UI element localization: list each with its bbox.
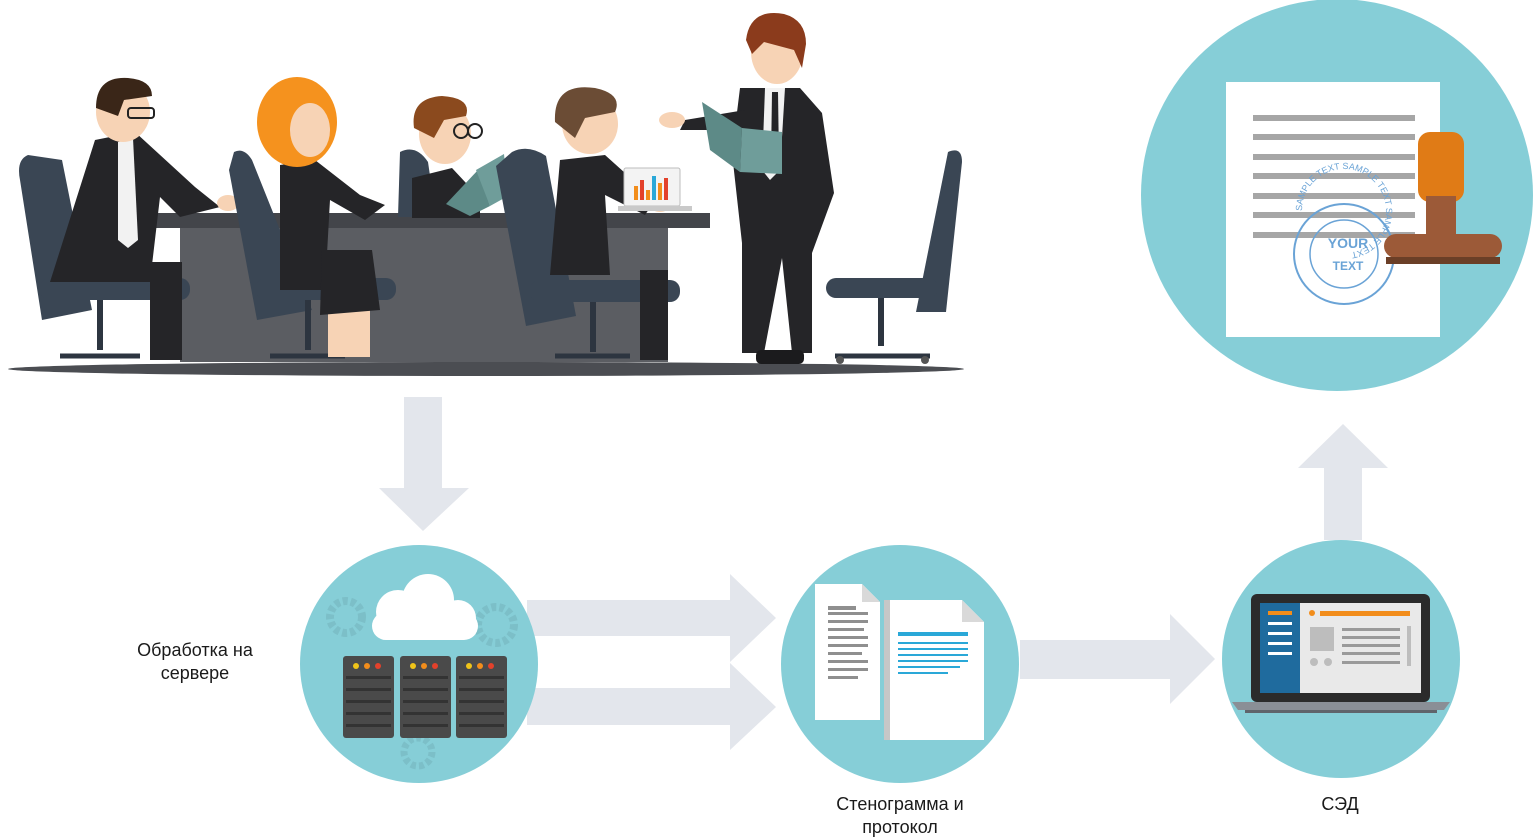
arrow-server-to-transcript-top [527,574,776,662]
presenter [659,13,834,364]
server-processing-label: Обработка на сервере [137,640,253,683]
edms-label: СЭД [1321,794,1359,814]
gear-icon [326,597,366,637]
arrow-meeting-to-server [379,397,469,531]
flow-arrows [379,397,1388,750]
document-icon [884,600,984,740]
participant-2 [229,77,396,359]
document-icon [815,584,880,720]
document-paper [1226,82,1440,337]
transcript-node [781,545,1019,783]
participant-3 [398,96,508,218]
server-node [300,545,538,783]
server-rack-icon [343,656,507,738]
participant-4 [496,87,692,360]
laptop-icon [1232,594,1450,713]
arrow-edms-to-signed [1298,424,1388,540]
cloud-icon [372,574,478,640]
transcript-protocol-label: Стенограмма и протокол [836,794,964,837]
meeting-scene [8,13,964,376]
stamp-icon [1384,132,1502,264]
empty-chair-right [826,150,962,364]
document-text-lines [1253,115,1415,238]
edms-node [1222,540,1460,778]
gear-icon [474,603,518,647]
participant-1 [19,77,239,360]
signed-document-node: SAMPLE TEXT SAMPLE TEXT SAMPLE TEXT YOUR… [1141,0,1533,391]
stamp-line-2: TEXT [1333,259,1364,273]
arrow-transcript-to-edms [1020,614,1215,704]
stamp-line-1: YOUR [1328,235,1368,251]
floor-shadow [8,362,964,376]
arrow-server-to-transcript-bottom [527,663,776,750]
